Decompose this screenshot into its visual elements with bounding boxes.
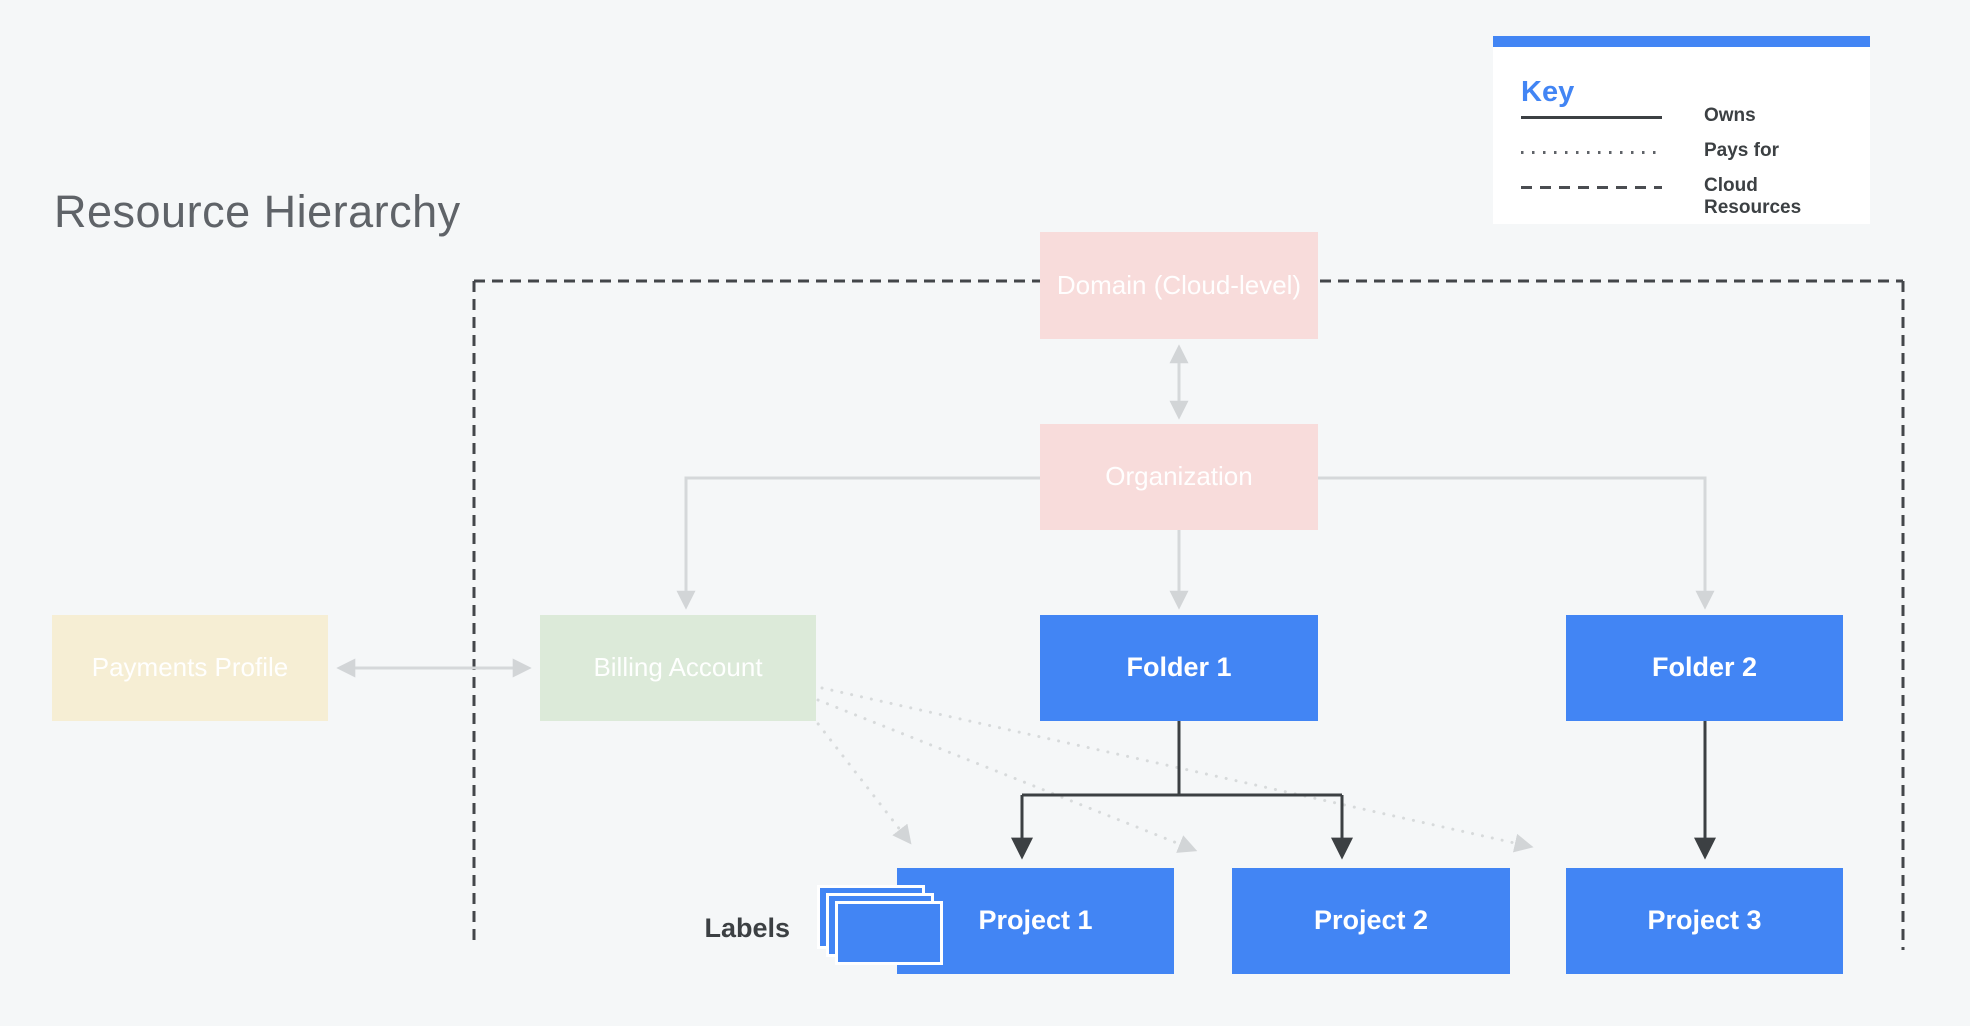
node-billing-account: Billing Account <box>540 615 816 721</box>
key-heading: Key <box>1521 76 1575 108</box>
node-project-3: Project 3 <box>1566 868 1843 974</box>
key-panel-topbar <box>1493 36 1870 47</box>
pays-for-connectors <box>810 686 1534 853</box>
legend-solid-line-icon <box>1521 116 1662 119</box>
page-title: Resource Hierarchy <box>54 186 461 237</box>
node-domain: Domain (Cloud-level) <box>1040 232 1318 339</box>
node-domain-label: Domain (Cloud-level) <box>1056 269 1302 300</box>
node-project-1-label: Project 1 <box>978 905 1093 936</box>
labels-caption: Labels <box>704 913 790 943</box>
folder-project-connectors <box>1011 721 1716 860</box>
legend-dashed-line-icon <box>1521 186 1662 189</box>
node-project-2: Project 2 <box>1232 868 1510 974</box>
node-folder-2: Folder 2 <box>1566 615 1843 721</box>
node-payments-profile: Payments Profile <box>52 615 328 721</box>
node-organization: Organization <box>1040 424 1318 530</box>
key-panel: Key Owns Pays for Cloud Resources <box>1493 36 1870 224</box>
node-folder-1: Folder 1 <box>1040 615 1318 721</box>
node-folder-1-label: Folder 1 <box>1126 652 1232 683</box>
label-card-front <box>835 901 943 965</box>
node-project-2-label: Project 2 <box>1313 905 1429 936</box>
labels-stack-icon <box>817 885 945 967</box>
node-billing-account-label: Billing Account <box>593 652 763 683</box>
legend-label-owns: Owns <box>1704 105 1756 126</box>
legend-label-pays-for: Pays for <box>1704 140 1779 161</box>
owns-connectors <box>336 344 1715 678</box>
legend-label-cloud-resources: Cloud Resources <box>1704 175 1802 218</box>
legend-dotted-line-icon <box>1521 151 1662 154</box>
node-payments-profile-label: Payments Profile <box>91 652 289 683</box>
node-project-3-label: Project 3 <box>1647 905 1762 936</box>
node-organization-label: Organization <box>1105 461 1253 492</box>
cloud-resources-boundary <box>472 279 1905 950</box>
node-folder-2-label: Folder 2 <box>1651 652 1758 683</box>
node-project-1: Project 1 <box>897 868 1174 974</box>
